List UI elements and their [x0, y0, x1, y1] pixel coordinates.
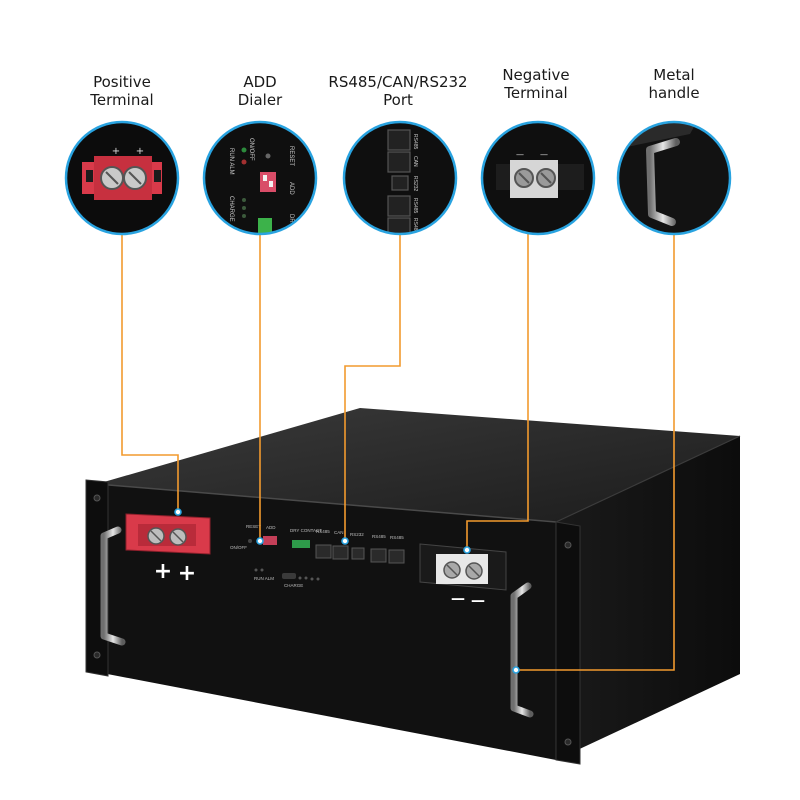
label-negative-terminal: Negative Terminal — [502, 66, 570, 102]
label-add-dialer: ADD Dialer — [237, 73, 283, 109]
front-plus-sign-2: + — [178, 561, 196, 586]
front-minus-sign-2: — — [471, 593, 485, 609]
left-metal-handle — [100, 526, 126, 646]
closeup-minus-1: — — [516, 150, 524, 159]
label-positive-terminal: Positive Terminal — [90, 73, 154, 109]
leader-port — [344, 234, 401, 541]
closeup-port-label-can: CAN — [412, 156, 418, 167]
closeup-port-rs485-b[interactable] — [387, 195, 411, 217]
battery-module: + + RESET ADD ON/OFF DRY CONTACT RS485 C… — [85, 408, 741, 765]
closeup-plus-2: + — [136, 146, 144, 157]
closeup-label-run-alm: RUN ALM — [228, 148, 234, 175]
closeup-port-rs485-c[interactable] — [387, 217, 411, 238]
front-label-can: CAN — [334, 530, 344, 535]
front-positive-terminal: + + — [125, 513, 211, 586]
leader-dots — [174, 508, 520, 674]
front-label-run-alm: RUN ALM — [254, 576, 274, 581]
front-label-rs485-a: RS485 — [316, 529, 330, 534]
closeup-negative-terminal: — — — [480, 120, 596, 236]
front-negative-terminal: — — — [419, 543, 507, 609]
closeup-handle-bar — [646, 138, 680, 226]
closeup-port-label-rs232: RS232 — [412, 176, 418, 192]
front-port-rs485-c[interactable] — [388, 549, 405, 564]
leader-positive — [121, 234, 179, 512]
battery-side — [556, 436, 740, 760]
front-add-dip-switch[interactable] — [263, 536, 277, 545]
front-port-can[interactable] — [332, 545, 349, 560]
closeup-add-dialer: ON/OFF RESET RUN ALM ADD CHARGE DRY — [202, 120, 318, 236]
label-port: RS485/CAN/RS232 Port — [328, 73, 468, 109]
closeup-label-add: ADD — [288, 182, 294, 195]
closeup-plus-1: + — [112, 146, 120, 157]
front-port-rs485-b[interactable] — [370, 548, 387, 563]
front-label-dry-contact: DRY CONTACT — [290, 528, 322, 533]
closeup-port-label-rs485-a: RS485 — [412, 134, 418, 150]
closeup-label-onoff: ON/OFF — [248, 138, 254, 161]
closeup-positive-terminal: + + — [64, 120, 180, 236]
leader-handle — [516, 234, 675, 671]
closeup-port-rs485-a[interactable] — [387, 129, 411, 151]
closeup-metal-handle — [616, 120, 732, 236]
closeup-label-reset: RESET — [288, 146, 294, 166]
label-metal-handle: Metal handle — [648, 66, 700, 102]
closeup-port-rs232[interactable] — [391, 175, 409, 191]
leader-negative — [466, 234, 529, 550]
closeup-port-label-rs485-b: RS485 — [412, 198, 418, 214]
front-plus-sign-1: + — [154, 559, 172, 584]
front-label-charge: CHARGE — [284, 583, 303, 588]
closeup-label-dry: DRY — [288, 214, 294, 227]
front-label-add: ADD — [266, 525, 276, 530]
front-label-onoff: ON/OFF — [230, 545, 247, 550]
closeup-port-label-rs485-c: RS485 — [412, 218, 418, 234]
front-label-rs485-c: RS485 — [390, 535, 404, 540]
front-minus-sign-1: — — [451, 591, 465, 607]
closeup-dip-switch[interactable] — [260, 172, 276, 192]
closeup-ports: RS485 CAN RS232 RS485 RS485 — [342, 120, 458, 238]
battery-top — [97, 408, 740, 522]
right-metal-handle — [510, 582, 534, 718]
closeup-minus-2: — — [540, 150, 548, 159]
closeup-port-can[interactable] — [387, 151, 411, 173]
leader-lines — [121, 234, 675, 671]
front-port-rs232[interactable] — [351, 547, 365, 560]
closeup-label-charge: CHARGE — [228, 196, 234, 222]
front-label-reset: RESET — [246, 524, 261, 529]
front-label-rs232: RS232 — [350, 532, 364, 537]
right-rack-ear — [555, 521, 581, 765]
front-port-rs485-a[interactable] — [315, 544, 332, 559]
front-control-panel: RESET ADD ON/OFF DRY CONTACT RS485 CAN R… — [230, 524, 405, 588]
front-label-rs485-b: RS485 — [372, 534, 386, 539]
